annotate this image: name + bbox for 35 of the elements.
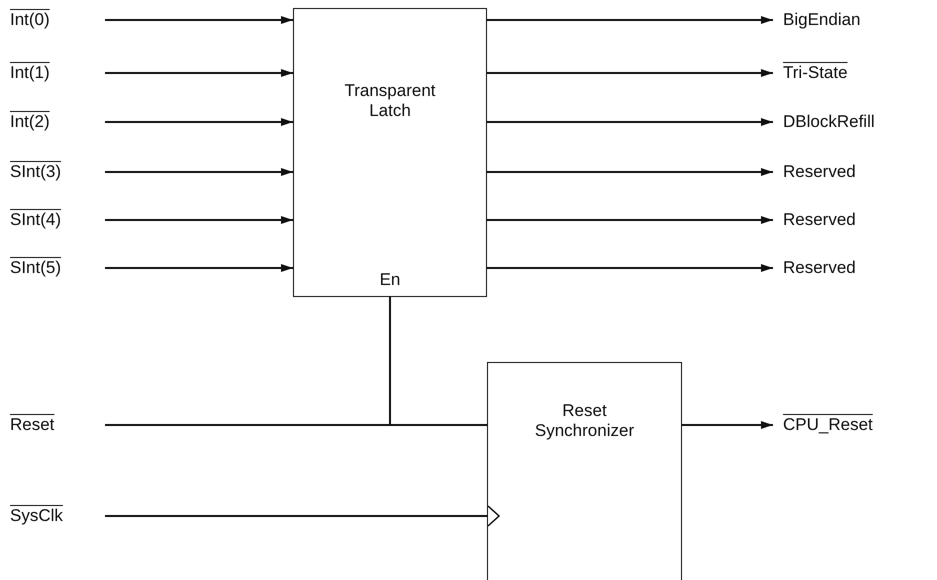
arrow bbox=[487, 168, 773, 176]
signal-label: SInt(3) bbox=[10, 162, 62, 182]
signal-label: Int(0) bbox=[10, 10, 50, 30]
arrow bbox=[487, 69, 773, 77]
signal-label: Int(2) bbox=[10, 112, 50, 132]
arrow bbox=[105, 505, 500, 527]
arrow bbox=[487, 216, 773, 224]
logic-block bbox=[487, 362, 682, 580]
arrow bbox=[105, 69, 293, 77]
wire bbox=[105, 424, 487, 426]
arrow bbox=[487, 264, 773, 272]
signal-label: DBlockRefill bbox=[783, 112, 875, 132]
signal-label: Reset bbox=[10, 415, 54, 435]
pin-label: En bbox=[378, 270, 402, 290]
signal-label: SInt(5) bbox=[10, 258, 62, 278]
signal-label: CPU_Reset bbox=[783, 415, 873, 435]
signal-label: Int(1) bbox=[10, 63, 50, 83]
signal-label: BigEndian bbox=[783, 10, 861, 30]
arrow bbox=[105, 216, 293, 224]
signal-label: Tri-State bbox=[783, 63, 848, 83]
arrow bbox=[682, 421, 773, 429]
signal-label: SInt(4) bbox=[10, 210, 62, 230]
block-title: Reset Synchronizer bbox=[534, 401, 636, 441]
signal-label: Reserved bbox=[783, 258, 856, 278]
signal-label: Reserved bbox=[783, 210, 856, 230]
arrow bbox=[105, 168, 293, 176]
arrow bbox=[105, 264, 293, 272]
arrow bbox=[105, 118, 293, 126]
block-title: Transparent Latch bbox=[343, 81, 437, 121]
arrow bbox=[487, 16, 773, 24]
arrow bbox=[105, 16, 293, 24]
signal-label: Reserved bbox=[783, 162, 856, 182]
arrow bbox=[487, 118, 773, 126]
signal-label: SysClk bbox=[10, 506, 63, 526]
logic-block bbox=[293, 8, 487, 297]
